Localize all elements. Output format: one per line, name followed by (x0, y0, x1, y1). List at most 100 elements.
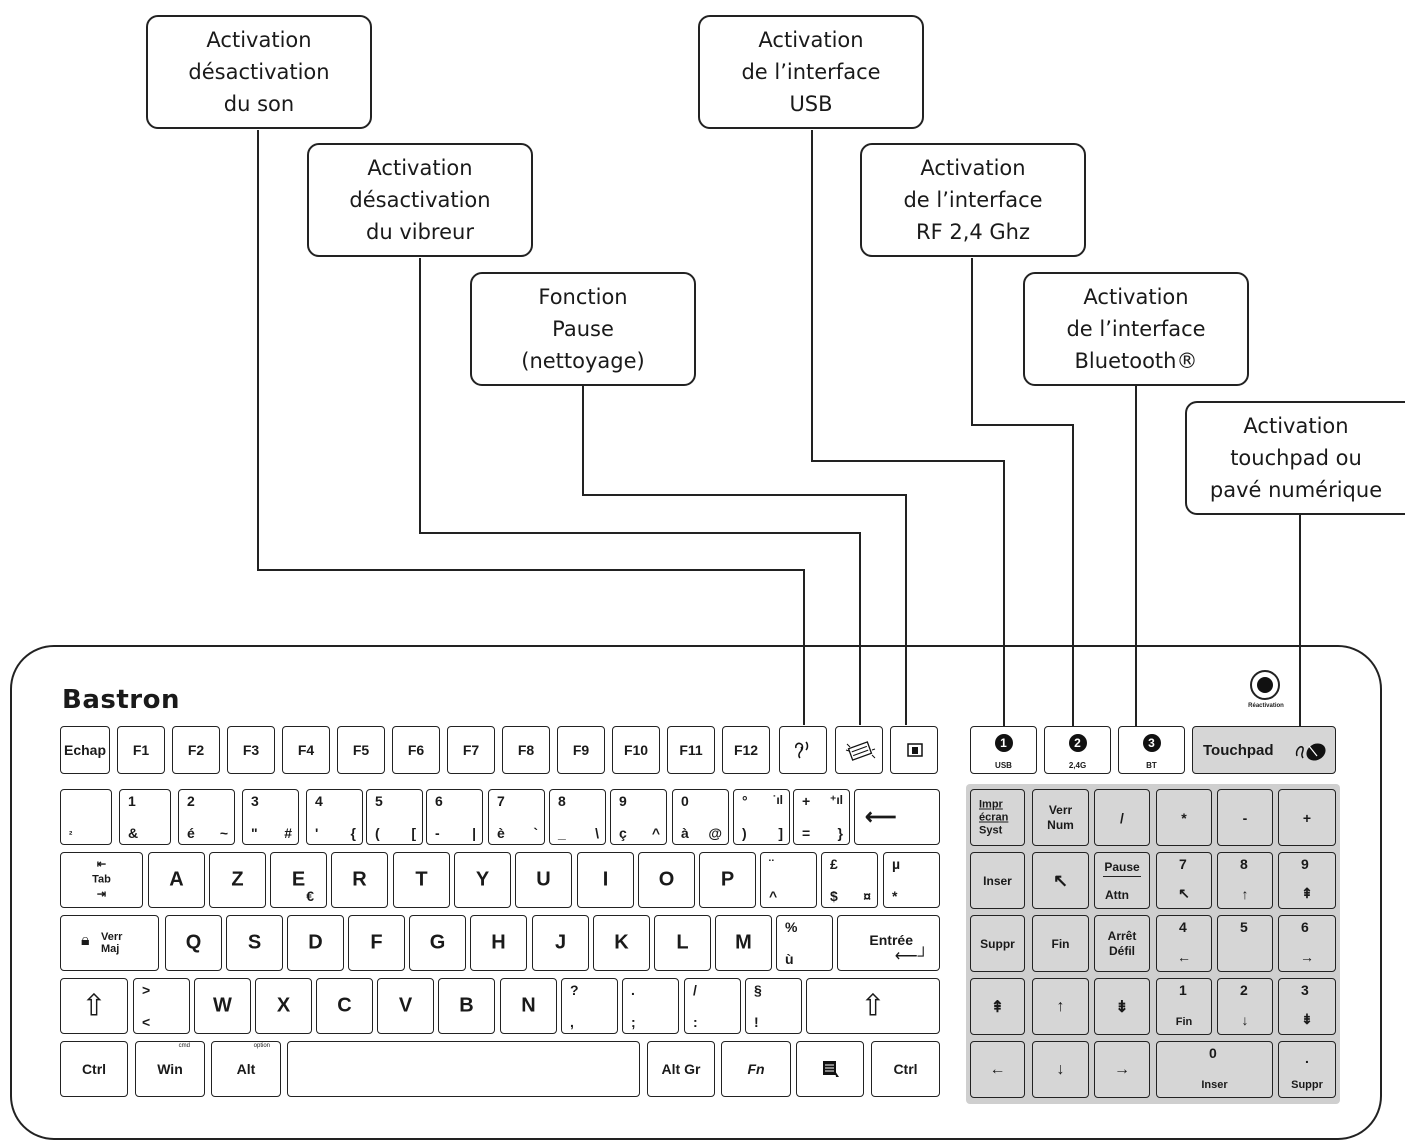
key-num3[interactable]: 3⇟ (1278, 978, 1336, 1035)
key-subtract[interactable]: - (1217, 789, 1273, 846)
key-num5[interactable]: 5 (1217, 915, 1273, 972)
key-5[interactable]: 5([ (366, 789, 423, 845)
key-pound[interactable]: £$¤ (821, 852, 878, 908)
key-f6[interactable]: F6 (392, 726, 440, 774)
key-f10[interactable]: F10 (612, 726, 660, 774)
key-w[interactable]: W (194, 978, 251, 1034)
reactivation-button[interactable] (1250, 670, 1280, 700)
key-z[interactable]: Z (209, 852, 266, 908)
key-r[interactable]: R (331, 852, 388, 908)
key-e[interactable]: E€ (270, 852, 327, 908)
key-vibreur-toggle[interactable] (835, 726, 883, 774)
key-m[interactable]: M (715, 915, 772, 971)
key-num2[interactable]: 2↓ (1217, 978, 1273, 1035)
key-enter[interactable]: Entrée ⟵┘ (837, 915, 940, 971)
key-end[interactable]: Fin (1032, 915, 1089, 972)
key-percent[interactable]: %ù (776, 915, 833, 971)
key-delete[interactable]: Suppr (970, 915, 1025, 972)
key-shift-left[interactable]: ⇧ (60, 978, 128, 1034)
key-page-down[interactable]: ⇟ (1094, 978, 1150, 1035)
key-multiply[interactable]: * (1156, 789, 1212, 846)
key-h[interactable]: H (470, 915, 527, 971)
key-tab[interactable]: ⇤Tab⇥ (60, 852, 143, 908)
key-slash[interactable]: /: (684, 978, 741, 1034)
key-f3[interactable]: F3 (227, 726, 275, 774)
key-u[interactable]: U (515, 852, 572, 908)
key-backspace[interactable]: ⟵ (854, 789, 940, 845)
key-add[interactable]: + (1278, 789, 1336, 846)
key-b[interactable]: B (438, 978, 495, 1034)
key-c[interactable]: C (316, 978, 373, 1034)
key-period[interactable]: .; (622, 978, 679, 1034)
key-page-up[interactable]: ⇞ (970, 978, 1025, 1035)
key-f8[interactable]: F8 (502, 726, 550, 774)
key-divide[interactable]: / (1094, 789, 1150, 846)
key-sound-toggle[interactable] (779, 726, 827, 774)
key-i[interactable]: I (577, 852, 634, 908)
key-num8[interactable]: 8↑ (1217, 852, 1273, 909)
key-f5[interactable]: F5 (337, 726, 385, 774)
key-f12[interactable]: F12 (722, 726, 770, 774)
key-question[interactable]: ?, (561, 978, 618, 1034)
key-touchpad[interactable]: Touchpad (1192, 726, 1336, 774)
key-3[interactable]: 3"# (242, 789, 299, 845)
key-d[interactable]: D (287, 915, 344, 971)
key-insert[interactable]: Inser (970, 852, 1025, 909)
key-space[interactable] (287, 1041, 640, 1097)
key-superscript2[interactable]: ² (60, 789, 112, 845)
key-8[interactable]: 8_\ (549, 789, 606, 845)
key-f7[interactable]: F7 (447, 726, 495, 774)
key-rf[interactable]: 2 2,4G (1044, 726, 1111, 774)
key-mu[interactable]: µ* (883, 852, 940, 908)
key-fn[interactable]: Fn (721, 1041, 791, 1097)
key-ctrl-right[interactable]: Ctrl (871, 1041, 940, 1097)
key-l[interactable]: L (654, 915, 711, 971)
key-num9[interactable]: 9⇞ (1278, 852, 1336, 909)
key-4[interactable]: 4'{ (306, 789, 363, 845)
key-num6[interactable]: 6→ (1278, 915, 1336, 972)
key-pause-clean[interactable] (890, 726, 938, 774)
key-degree[interactable]: °˙ıl)] (733, 789, 790, 845)
key-f9[interactable]: F9 (557, 726, 605, 774)
key-num7[interactable]: 7↖ (1156, 852, 1212, 909)
key-num4[interactable]: 4← (1156, 915, 1212, 972)
key-shift-right[interactable]: ⇧ (806, 978, 940, 1034)
key-left[interactable]: ← (970, 1041, 1025, 1098)
key-usb[interactable]: 1 USB (970, 726, 1037, 774)
key-section[interactable]: §! (745, 978, 802, 1034)
key-p[interactable]: P (699, 852, 756, 908)
key-less-than[interactable]: >< (133, 978, 190, 1034)
key-q[interactable]: Q (165, 915, 222, 971)
key-j[interactable]: J (532, 915, 589, 971)
key-bluetooth[interactable]: 3 BT (1118, 726, 1185, 774)
key-menu[interactable] (796, 1041, 864, 1097)
key-v[interactable]: V (377, 978, 434, 1034)
key-ctrl-left[interactable]: Ctrl (60, 1041, 128, 1097)
key-6[interactable]: 6-| (426, 789, 483, 845)
key-f1[interactable]: F1 (117, 726, 165, 774)
key-plus[interactable]: +⁺ıl=} (793, 789, 850, 845)
key-1[interactable]: 1& (119, 789, 171, 845)
key-pause[interactable]: Pause Attn (1094, 852, 1150, 909)
key-alt-gr[interactable]: Alt Gr (647, 1041, 715, 1097)
key-o[interactable]: O (638, 852, 695, 908)
key-g[interactable]: G (409, 915, 466, 971)
key-home[interactable]: ↖ (1032, 852, 1089, 909)
key-t[interactable]: T (393, 852, 450, 908)
key-right[interactable]: → (1094, 1041, 1150, 1098)
key-circumflex[interactable]: ¨^ (760, 852, 817, 908)
key-y[interactable]: Y (454, 852, 511, 908)
key-up[interactable]: ↑ (1032, 978, 1089, 1035)
key-x[interactable]: X (255, 978, 312, 1034)
key-decimal[interactable]: .Suppr (1278, 1041, 1336, 1098)
